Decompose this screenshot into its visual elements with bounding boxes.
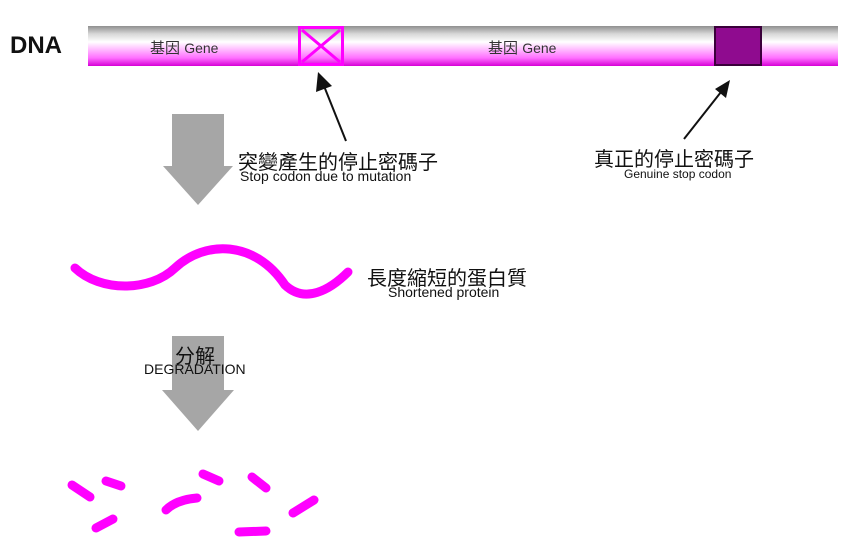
protein-fragment <box>101 476 126 491</box>
shortened-protein-strand <box>70 244 353 299</box>
protein-fragment <box>67 480 95 502</box>
pointer-arrow-genuine <box>683 80 730 140</box>
protein-fragment <box>234 526 271 537</box>
protein-fragment <box>198 469 224 486</box>
pointer-arrow-mutation <box>316 72 347 142</box>
mutation-stop-label-zh: 突變產生的停止密碼子 <box>238 152 438 174</box>
degradation-down-arrow <box>162 336 234 431</box>
gene-label-right: 基因 Gene <box>488 37 556 58</box>
shortened-protein-label-zh: 長度縮短的蛋白質 <box>367 268 527 290</box>
cross-icon <box>301 29 341 63</box>
genuine-stop-label-en: Genuine stop codon <box>624 167 732 181</box>
gene-label-left-zh: 基因 <box>150 40 181 57</box>
protein-fragment <box>288 495 319 518</box>
gene-label-left: 基因 Gene <box>150 37 218 58</box>
gene-label-right-zh: 基因 <box>488 40 519 57</box>
mutation-stop-codon <box>298 26 344 66</box>
dna-strand <box>88 26 838 66</box>
genuine-stop-codon <box>714 26 762 66</box>
dna-label: DNA <box>10 32 62 59</box>
genuine-stop-label-zh: 真正的停止密碼子 <box>594 149 754 171</box>
degradation-label-zh: 分解 <box>175 346 215 368</box>
degraded-fragments <box>67 469 319 537</box>
degradation-label-en: DEGRADATION <box>144 361 246 377</box>
protein-fragment <box>91 514 118 533</box>
translation-down-arrow <box>163 114 233 205</box>
gene-label-right-en: Gene <box>522 40 557 56</box>
gene-label-left-en: Gene <box>184 40 219 56</box>
protein-fragment <box>161 493 202 515</box>
protein-fragment <box>247 472 271 493</box>
mutation-stop-label-en: Stop codon due to mutation <box>240 168 412 184</box>
shortened-protein-label-en: Shortened protein <box>388 284 500 300</box>
